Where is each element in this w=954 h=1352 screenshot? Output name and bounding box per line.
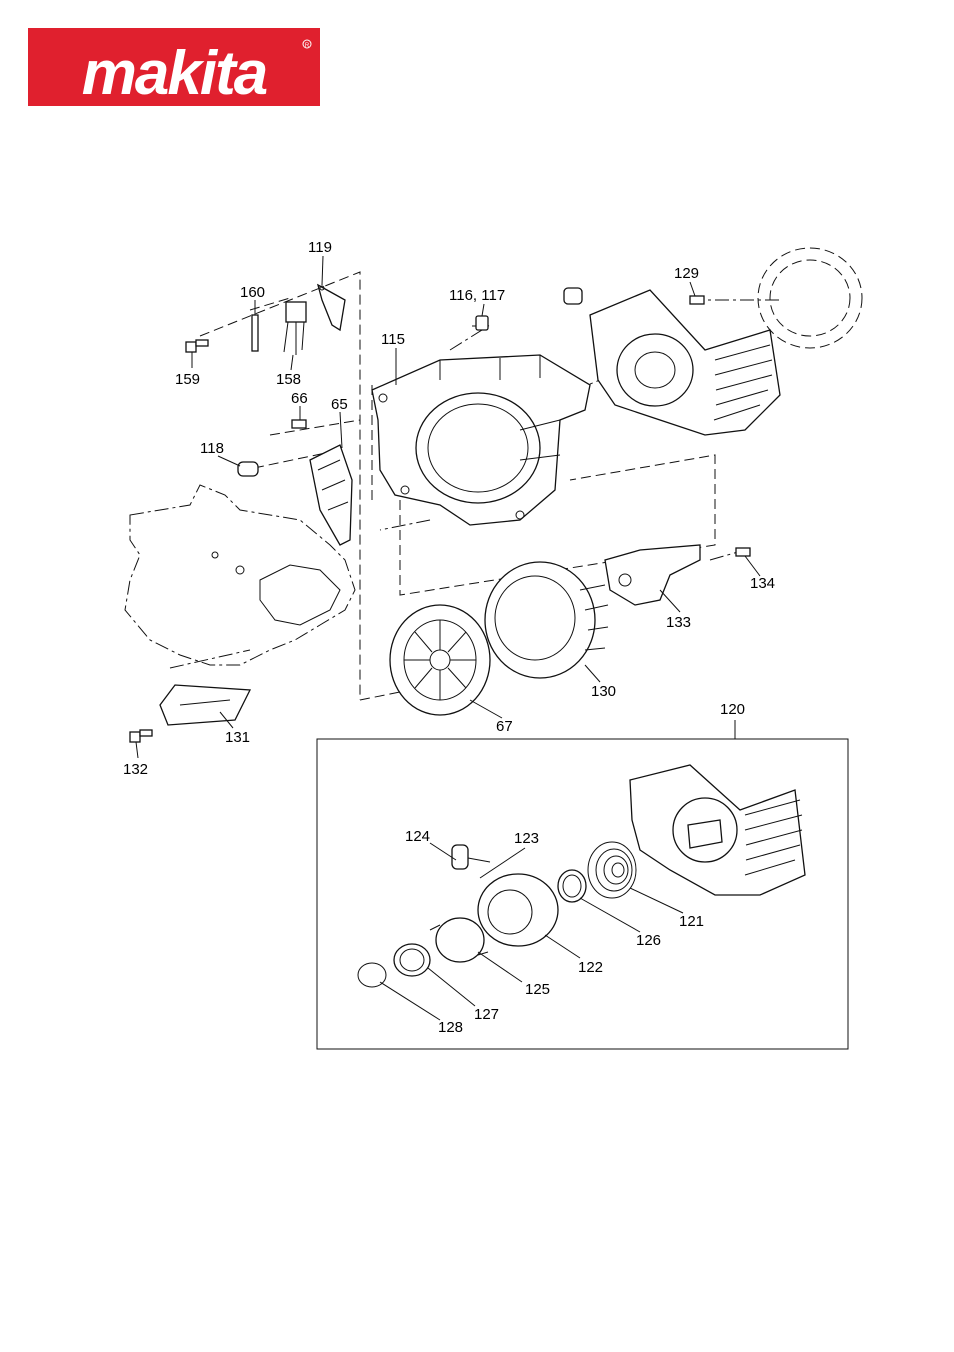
label-115: 115 — [381, 331, 405, 348]
part-67-flywheel — [390, 605, 490, 715]
label-121: 121 — [679, 913, 704, 930]
label-66: 66 — [291, 390, 308, 407]
label-133: 133 — [666, 614, 691, 631]
label-131: 131 — [225, 729, 250, 746]
label-127: 127 — [474, 1006, 499, 1023]
part-126-ring — [558, 870, 586, 902]
label-134: 134 — [750, 575, 775, 592]
part-116-117-screw — [472, 316, 488, 330]
label-123: 123 — [514, 830, 539, 847]
part-65-baffle — [310, 445, 352, 545]
part-134-screw — [736, 548, 750, 556]
part-160-pin — [252, 315, 258, 351]
label-130: 130 — [591, 683, 616, 700]
label-158: 158 — [276, 371, 301, 388]
label-119: 119 — [308, 239, 332, 256]
part-130-shroud — [485, 562, 608, 678]
label-128: 128 — [438, 1019, 463, 1036]
part-159-bolt — [186, 340, 208, 352]
label-116-117: 116, 117 — [449, 287, 505, 304]
label-129: 129 — [674, 265, 699, 282]
part-125-ratchet — [430, 918, 488, 962]
label-120: 120 — [720, 701, 745, 718]
part-131-plate — [160, 685, 250, 725]
part-132-bolt — [130, 730, 152, 742]
label-124: 124 — [405, 828, 430, 845]
label-159: 159 — [175, 371, 200, 388]
part-124-handle — [452, 845, 490, 869]
label-132: 132 — [123, 761, 148, 778]
part-158-coil — [284, 302, 306, 355]
part-129-starter-housing — [564, 288, 780, 435]
part-119-bracket — [318, 285, 345, 330]
part-spiral-spring — [588, 842, 636, 898]
label-65: 65 — [331, 396, 348, 413]
part-118-bushing — [238, 462, 258, 476]
label-67: 67 — [496, 718, 513, 735]
label-160: 160 — [240, 284, 265, 301]
label-118: 118 — [200, 440, 224, 457]
label-125: 125 — [525, 981, 550, 998]
part-66-screw — [292, 420, 306, 428]
part-127-washer — [394, 944, 430, 976]
label-122: 122 — [578, 959, 603, 976]
fan-cover-outline — [758, 248, 862, 348]
part-133-hub — [605, 545, 700, 605]
label-126: 126 — [636, 932, 661, 949]
part-121-housing — [630, 765, 805, 895]
part-115-fan-housing — [372, 355, 590, 525]
